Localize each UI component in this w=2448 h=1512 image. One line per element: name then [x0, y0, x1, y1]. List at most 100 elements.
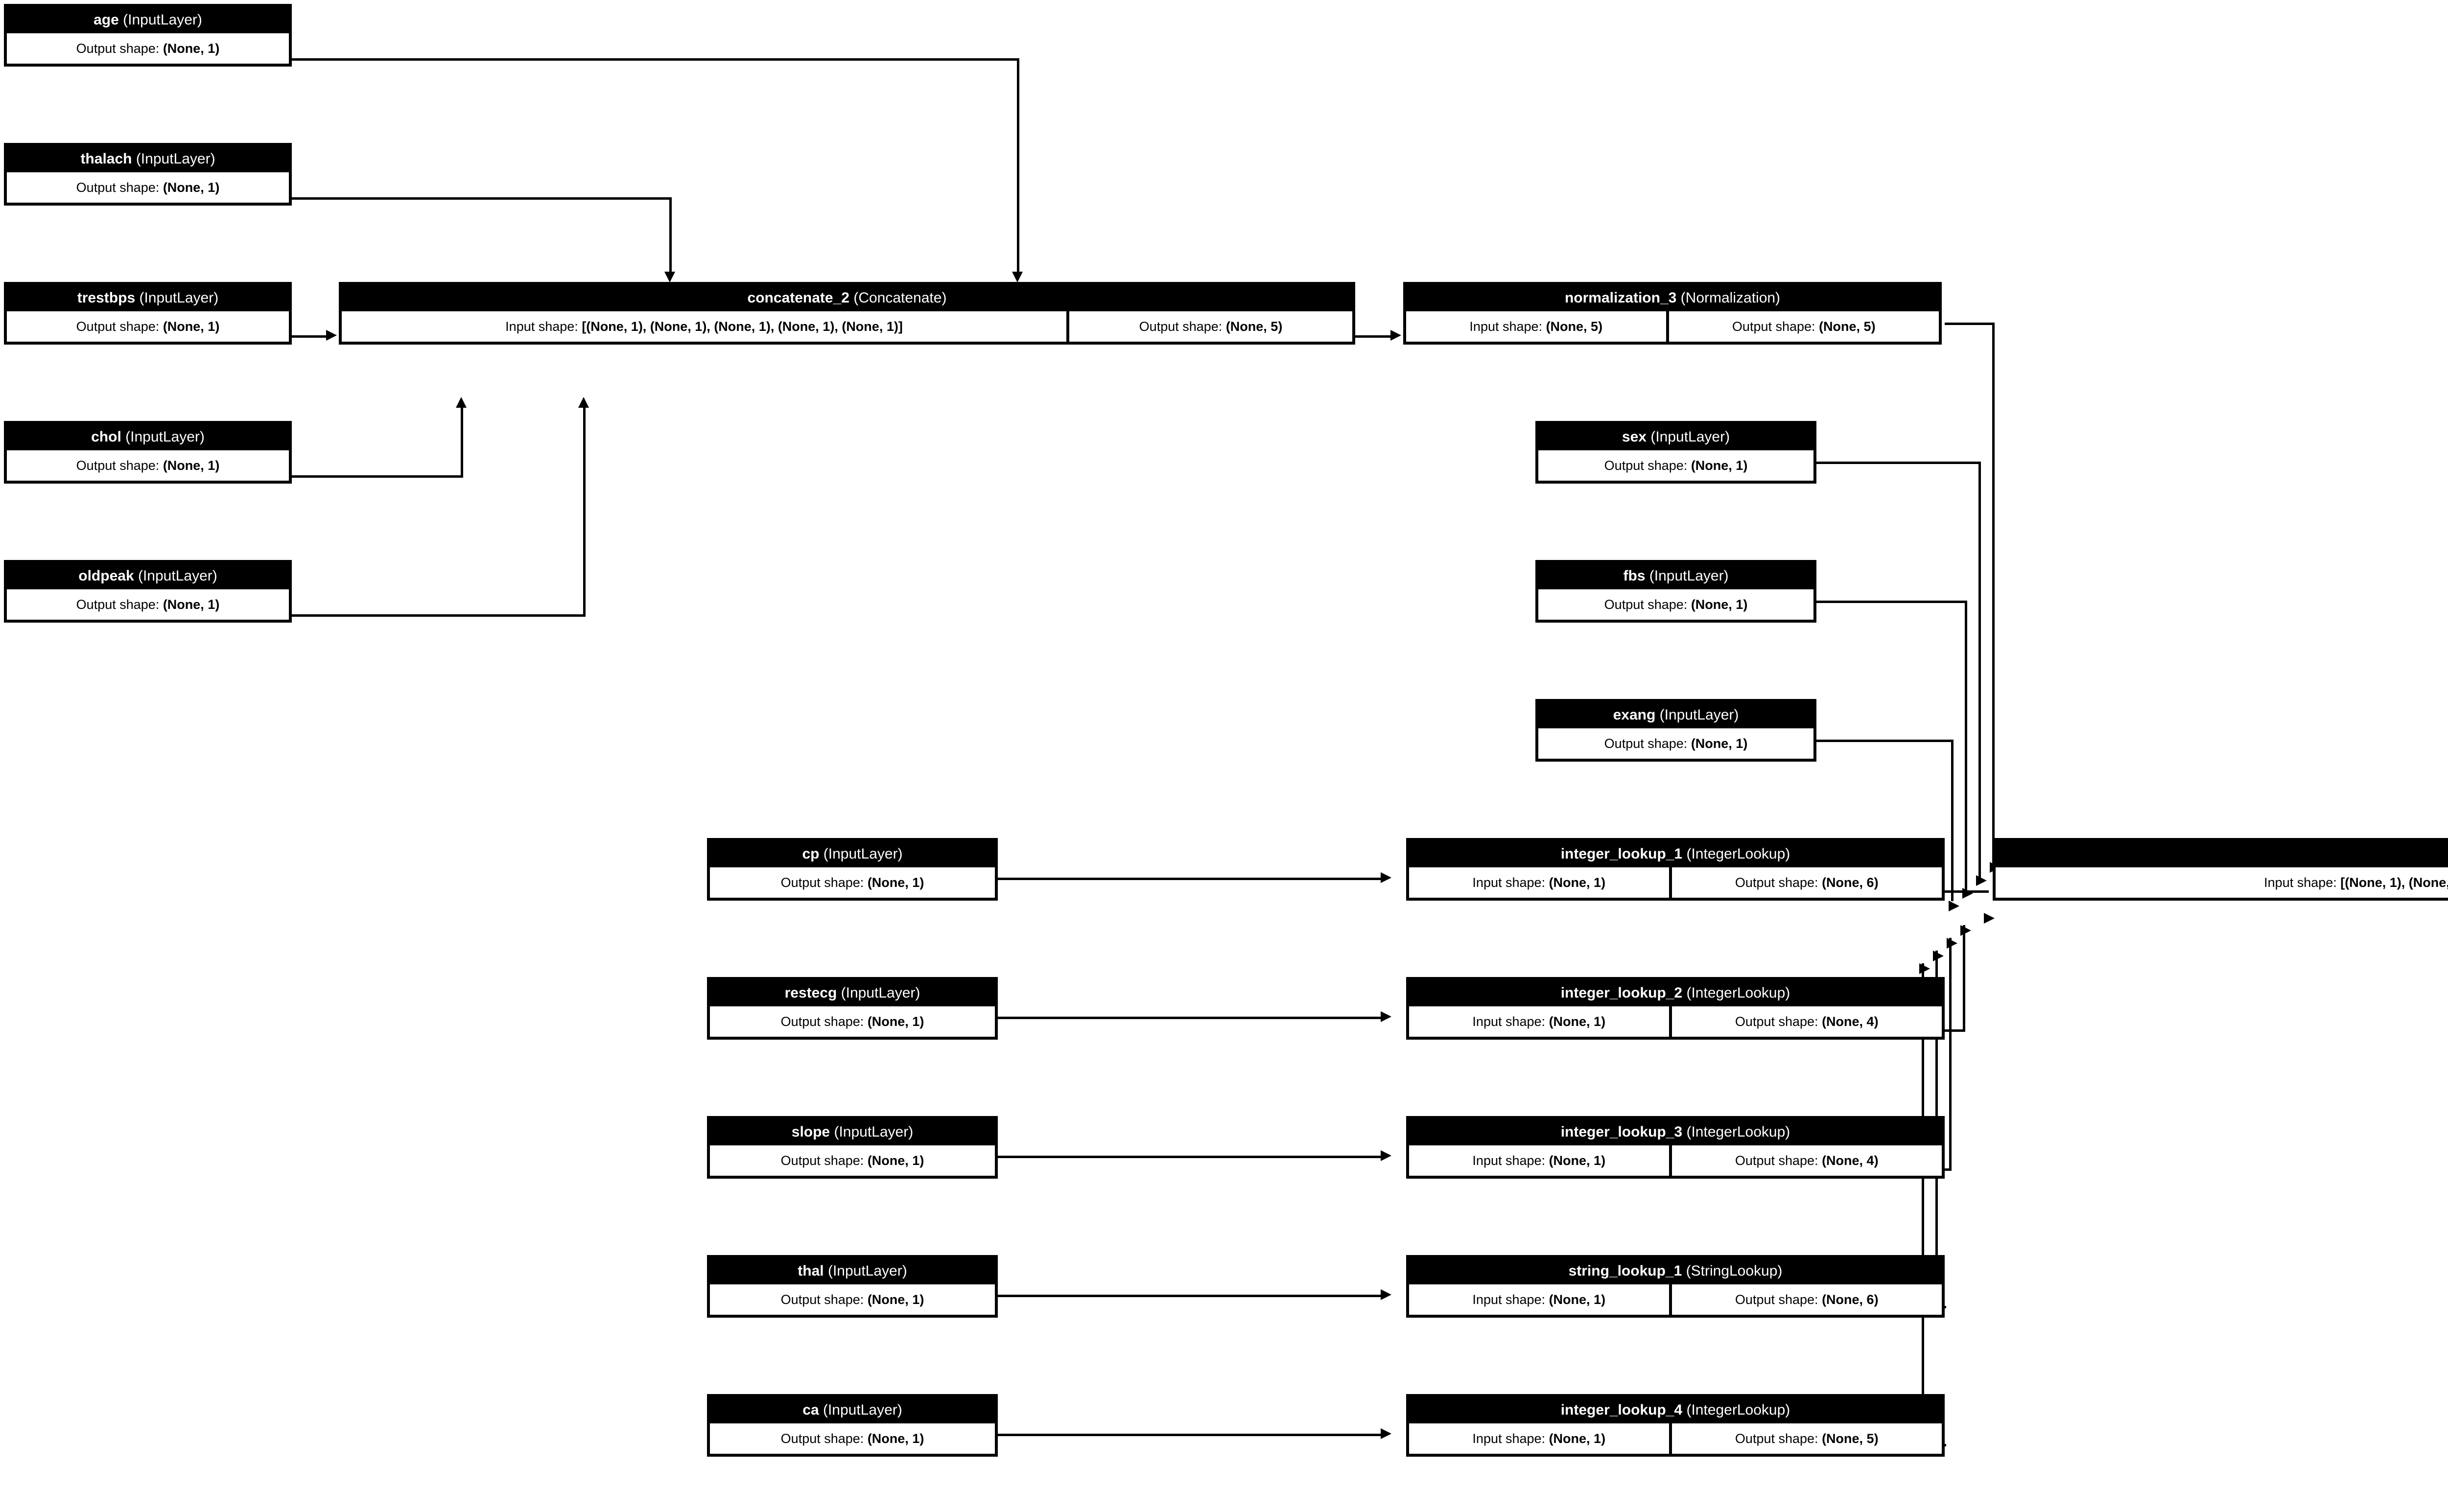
output-shape-value: (None, 1): [163, 180, 220, 195]
node-thalach-class: (InputLayer): [136, 151, 215, 167]
node-integer-lookup-4[interactable]: integer_lookup_4 (IntegerLookup) Input s…: [1406, 1394, 1945, 1457]
node-age-title: age (InputLayer): [7, 7, 289, 33]
output-shape-label: Output shape:: [780, 1292, 864, 1307]
arrowhead-integerlookup2-to-concatenate3: [1960, 925, 1971, 936]
node-fbs-shapes: Output shape: (None, 1): [1538, 589, 1813, 620]
node-integer-lookup-3-shapes: Input shape: (None, 1) Output shape: (No…: [1409, 1145, 1942, 1176]
node-normalization-3-class: (Normalization): [1680, 290, 1781, 306]
node-fbs-output-shape: Output shape: (None, 1): [1538, 589, 1813, 620]
output-shape-value: (None, 1): [867, 875, 924, 890]
node-sex[interactable]: sex (InputLayer) Output shape: (None, 1): [1535, 421, 1816, 484]
node-trestbps-name: trestbps: [77, 290, 136, 306]
node-thal[interactable]: thal (InputLayer) Output shape: (None, 1…: [707, 1255, 998, 1318]
node-thal-shapes: Output shape: (None, 1): [710, 1284, 995, 1315]
node-cp-shapes: Output shape: (None, 1): [710, 867, 995, 898]
node-age[interactable]: age (InputLayer) Output shape: (None, 1): [4, 4, 292, 67]
node-integer-lookup-2-class: (IntegerLookup): [1686, 985, 1790, 1001]
input-shape-value: (None, 1): [1549, 1292, 1606, 1307]
output-shape-value: (None, 1): [1691, 597, 1748, 612]
node-integer-lookup-4-input-shape: Input shape: (None, 1): [1409, 1423, 1669, 1454]
node-exang-title: exang (InputLayer): [1538, 702, 1813, 728]
node-restecg[interactable]: restecg (InputLayer) Output shape: (None…: [707, 977, 998, 1040]
node-integer-lookup-2-name: integer_lookup_2: [1560, 985, 1683, 1001]
output-shape-label: Output shape:: [1604, 597, 1688, 612]
arrowhead-stringlookup1-to-concatenate3: [1933, 951, 1944, 961]
output-shape-value: (None, 1): [1691, 458, 1748, 473]
output-shape-value: (None, 1): [163, 458, 220, 473]
arrowhead-concatenate2-to-normalization3: [1390, 330, 1401, 341]
node-integer-lookup-3-name: integer_lookup_3: [1560, 1124, 1683, 1140]
node-chol-title: chol (InputLayer): [7, 424, 289, 450]
node-thalach-name: thalach: [80, 151, 132, 167]
input-shape-value: (None, 5): [1546, 319, 1603, 334]
node-string-lookup-1-name: string_lookup_1: [1568, 1263, 1682, 1279]
node-thal-class: (InputLayer): [827, 1263, 907, 1279]
node-chol[interactable]: chol (InputLayer) Output shape: (None, 1…: [4, 421, 292, 484]
node-ca-title: ca (InputLayer): [710, 1397, 995, 1423]
edge-age-to-concatenate2-h: [292, 58, 1019, 61]
arrowhead-sex-to-concatenate3: [1976, 875, 1987, 886]
input-shape-label: Input shape:: [1472, 1153, 1546, 1168]
node-concatenate-2-input-shape: Input shape: [(None, 1), (None, 1), (Non…: [342, 311, 1066, 342]
arrowhead-trestbps-to-concatenate2: [326, 330, 337, 341]
node-trestbps-class: (InputLayer): [139, 290, 219, 306]
node-integer-lookup-1-class: (IntegerLookup): [1686, 846, 1790, 862]
node-integer-lookup-3[interactable]: integer_lookup_3 (IntegerLookup) Input s…: [1406, 1116, 1945, 1179]
arrowhead-thalach-to-concatenate2: [664, 272, 675, 282]
node-fbs-name: fbs: [1623, 568, 1646, 584]
node-slope[interactable]: slope (InputLayer) Output shape: (None, …: [707, 1116, 998, 1179]
input-shape-label: Input shape:: [1472, 1014, 1546, 1029]
output-shape-label: Output shape:: [780, 1431, 864, 1446]
node-concatenate-2-shapes: Input shape: [(None, 1), (None, 1), (Non…: [342, 311, 1352, 342]
node-concatenate-2-class: (Concatenate): [853, 290, 947, 306]
node-integer-lookup-2[interactable]: integer_lookup_2 (IntegerLookup) Input s…: [1406, 977, 1945, 1040]
node-oldpeak-title: oldpeak (InputLayer): [7, 563, 289, 589]
node-oldpeak[interactable]: oldpeak (InputLayer) Output shape: (None…: [4, 560, 292, 623]
node-fbs-class: (InputLayer): [1649, 568, 1729, 584]
arrowhead-slope-to-integerlookup3: [1381, 1150, 1391, 1161]
node-normalization-3[interactable]: normalization_3 (Normalization) Input sh…: [1403, 282, 1942, 345]
output-shape-value: (None, 1): [867, 1431, 924, 1446]
node-integer-lookup-2-output-shape: Output shape: (None, 4): [1671, 1006, 1942, 1037]
output-shape-value: (None, 5): [1819, 319, 1876, 334]
node-fbs-title: fbs (InputLayer): [1538, 563, 1813, 589]
input-shape-label: Input shape:: [1469, 319, 1543, 334]
output-shape-label: Output shape:: [1604, 458, 1688, 473]
input-shape-value: (None, 1): [1549, 875, 1606, 890]
node-integer-lookup-1-title: integer_lookup_1 (IntegerLookup): [1409, 841, 1942, 867]
node-integer-lookup-2-shapes: Input shape: (None, 1) Output shape: (No…: [1409, 1006, 1942, 1037]
output-shape-label: Output shape:: [1735, 1014, 1818, 1029]
node-trestbps-output-shape: Output shape: (None, 1): [7, 311, 289, 342]
input-shape-value: (None, 1): [1549, 1431, 1606, 1446]
node-thalach[interactable]: thalach (InputLayer) Output shape: (None…: [4, 143, 292, 206]
input-shape-label: Input shape:: [1472, 1431, 1546, 1446]
edge-exang-to-concatenate3-h: [1816, 740, 1954, 742]
node-cp[interactable]: cp (InputLayer) Output shape: (None, 1): [707, 838, 998, 901]
node-concatenate-2[interactable]: concatenate_2 (Concatenate) Input shape:…: [339, 282, 1355, 345]
node-string-lookup-1[interactable]: string_lookup_1 (StringLookup) Input sha…: [1406, 1255, 1945, 1318]
node-exang[interactable]: exang (InputLayer) Output shape: (None, …: [1535, 699, 1816, 762]
output-shape-label: Output shape:: [76, 597, 160, 612]
output-shape-value: (None, 1): [867, 1153, 924, 1168]
node-concatenate-3-input-shape: Input shape: [(None, 1), (None, 1), (Non…: [1996, 867, 2448, 898]
node-integer-lookup-1-output-shape: Output shape: (None, 6): [1671, 867, 1942, 898]
node-normalization-3-input-shape: Input shape: (None, 5): [1406, 311, 1666, 342]
node-integer-lookup-2-title: integer_lookup_2 (IntegerLookup): [1409, 980, 1942, 1006]
node-integer-lookup-1[interactable]: integer_lookup_1 (IntegerLookup) Input s…: [1406, 838, 1945, 901]
node-integer-lookup-1-input-shape: Input shape: (None, 1): [1409, 867, 1669, 898]
node-thal-output-shape: Output shape: (None, 1): [710, 1284, 995, 1315]
node-concatenate-2-title: concatenate_2 (Concatenate): [342, 285, 1352, 311]
edge-sex-to-concatenate3-v: [1978, 462, 1981, 881]
edge-ca-to-integerlookup4-h: [998, 1434, 1383, 1436]
output-shape-label: Output shape:: [1732, 319, 1815, 334]
node-fbs[interactable]: fbs (InputLayer) Output shape: (None, 1): [1535, 560, 1816, 623]
arrowhead-fbs-to-concatenate3: [1962, 888, 1973, 899]
node-ca[interactable]: ca (InputLayer) Output shape: (None, 1): [707, 1394, 998, 1457]
node-trestbps[interactable]: trestbps (InputLayer) Output shape: (Non…: [4, 282, 292, 345]
node-integer-lookup-3-title: integer_lookup_3 (IntegerLookup): [1409, 1119, 1942, 1145]
output-shape-value: (None, 6): [1822, 875, 1879, 890]
node-concatenate-3[interactable]: concatenate_3 (Concatenate) Input shape:…: [1993, 838, 2448, 901]
output-shape-value: (None, 6): [1822, 1292, 1879, 1307]
output-shape-value: (None, 1): [163, 319, 220, 334]
node-cp-title: cp (InputLayer): [710, 841, 995, 867]
